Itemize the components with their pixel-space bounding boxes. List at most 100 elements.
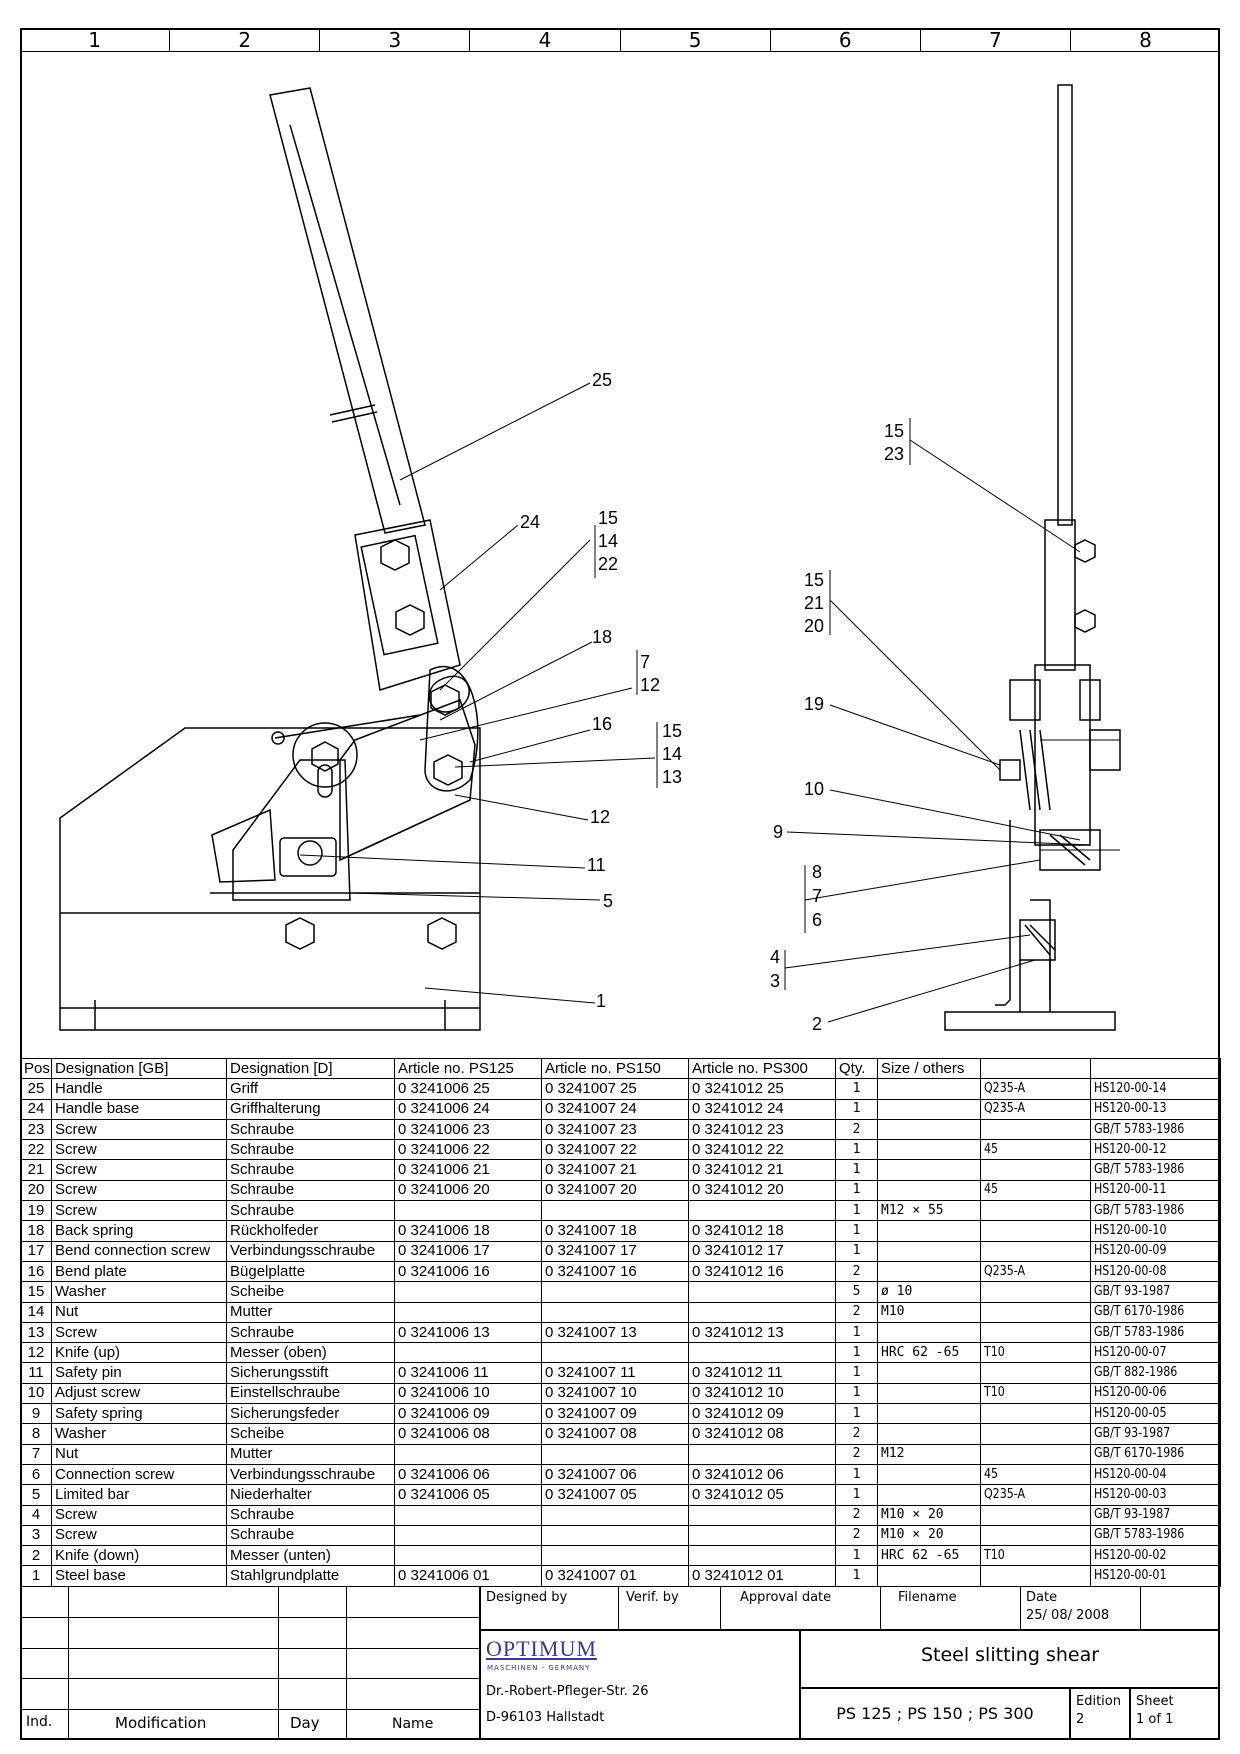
- table-cell: [980, 1443, 1075, 1465]
- table-cell: Screw: [51, 1321, 227, 1344]
- table-cell: 0 3241007 25: [541, 1078, 689, 1100]
- front-callout-3: 3: [770, 971, 780, 991]
- table-cell: Adjust screw: [51, 1382, 227, 1405]
- table-cell: [980, 1118, 1075, 1141]
- front-callout-23: 23: [884, 444, 904, 464]
- table-cell: HS120-00-08: [1090, 1260, 1202, 1283]
- table-cell: 4: [20, 1504, 52, 1526]
- table-cell: 11: [20, 1362, 52, 1384]
- table-cell: 45: [980, 1463, 1075, 1486]
- col-standard: [1090, 1057, 1221, 1080]
- table-cell: [877, 1565, 981, 1587]
- hex-bolt-icon: [285, 917, 315, 950]
- table-cell: [394, 1524, 542, 1547]
- table-cell: [877, 1240, 981, 1262]
- table-cell: 0 3241006 25: [394, 1078, 542, 1100]
- table-cell: Messer (unten): [226, 1545, 395, 1567]
- table-cell: 1: [835, 1463, 878, 1486]
- table-cell: 17: [20, 1240, 52, 1262]
- table-cell: 0 3241012 01: [688, 1565, 836, 1587]
- table-cell: 22: [20, 1139, 52, 1161]
- hex-bolt-icon: [1074, 539, 1096, 563]
- table-cell: [877, 1098, 981, 1120]
- front-handle-shape: [1057, 84, 1073, 526]
- table-cell: 5: [20, 1484, 52, 1506]
- callout-14b: 14: [662, 744, 682, 764]
- zone-5: 5: [621, 28, 771, 52]
- hex-bolt-icon: [311, 741, 339, 772]
- front-callout-9: 9: [773, 822, 783, 842]
- table-cell: 45: [980, 1139, 1075, 1161]
- bend-plate-shape: [424, 665, 479, 792]
- product-name: Steel slitting shear: [920, 1644, 1100, 1666]
- col-size: Size / others: [877, 1057, 981, 1080]
- front-callout-7: 7: [812, 886, 822, 906]
- table-cell: Scheibe: [226, 1281, 395, 1303]
- table-cell: Niederhalter: [226, 1484, 395, 1506]
- table-cell: 2: [835, 1443, 878, 1465]
- table-cell: 0 3241006 10: [394, 1382, 542, 1405]
- table-cell: 10: [20, 1382, 52, 1405]
- table-cell: 1: [835, 1403, 878, 1425]
- callout-1: 1: [596, 991, 606, 1011]
- table-cell: Nut: [51, 1443, 227, 1465]
- table-cell: Schraube: [226, 1524, 395, 1547]
- table-cell: 0 3241006 01: [394, 1565, 542, 1587]
- leader-lines: [299, 382, 1091, 1023]
- table-cell: 1: [835, 1484, 878, 1506]
- callout-24: 24: [520, 512, 540, 532]
- table-cell: M10 × 20: [877, 1524, 981, 1547]
- company-logo: OPTIMUM: [486, 1636, 597, 1661]
- table-cell: 1: [835, 1321, 878, 1344]
- table-cell: T10: [980, 1545, 1075, 1567]
- side-callouts: 25 24 15 14 22 18 7 12 16 15 14 13 12 11…: [520, 370, 682, 1011]
- table-cell: 7: [20, 1443, 52, 1465]
- table-cell: GB/T 5783-1986: [1090, 1524, 1202, 1547]
- table-cell: 0 3241007 18: [541, 1220, 689, 1242]
- table-cell: HS120-00-09: [1090, 1240, 1202, 1262]
- table-cell: 0 3241012 06: [688, 1463, 836, 1486]
- front-view: [944, 84, 1121, 1031]
- table-cell: 2: [835, 1504, 878, 1526]
- address-line-1: Dr.-Robert-Pfleger-Str. 26: [486, 1684, 649, 1699]
- callout-11: 11: [587, 855, 606, 875]
- table-cell: [980, 1200, 1075, 1222]
- designed-by-label: Designed by: [486, 1590, 568, 1605]
- table-cell: Verbindungsschraube: [226, 1240, 395, 1262]
- table-cell: 0 3241012 13: [688, 1321, 836, 1344]
- hex-bolt-icon: [395, 604, 425, 636]
- table-cell: Schraube: [226, 1118, 395, 1141]
- table-cell: 19: [20, 1200, 52, 1222]
- table-cell: GB/T 93-1987: [1090, 1281, 1202, 1303]
- edition-label: Edition: [1076, 1694, 1121, 1709]
- table-cell: [980, 1504, 1075, 1526]
- callout-12: 12: [640, 675, 660, 695]
- table-cell: Q235-A: [980, 1484, 1075, 1506]
- table-cell: Washer: [51, 1423, 227, 1445]
- table-cell: 0 3241007 05: [541, 1484, 689, 1506]
- table-cell: HS120-00-13: [1090, 1098, 1202, 1120]
- table-cell: [688, 1545, 836, 1567]
- table-cell: 0 3241012 16: [688, 1260, 836, 1283]
- table-cell: 20: [20, 1179, 52, 1202]
- table-cell: 2: [835, 1524, 878, 1547]
- back-spring-shape: [428, 675, 470, 713]
- table-cell: [980, 1362, 1075, 1384]
- table-cell: 0 3241006 08: [394, 1423, 542, 1445]
- parts-header-row: Pos. Designation [GB] Designation [D] Ar…: [20, 1057, 1221, 1080]
- table-cell: Limited bar: [51, 1484, 227, 1506]
- rev-day-label: Day: [290, 1714, 320, 1732]
- col-article-ps300: Article no. PS300: [688, 1057, 836, 1080]
- table-cell: 21: [20, 1159, 52, 1181]
- table-cell: 0 3241007 23: [541, 1118, 689, 1141]
- table-cell: [688, 1342, 836, 1364]
- table-cell: Nut: [51, 1301, 227, 1323]
- table-cell: [394, 1443, 542, 1465]
- table-cell: Q235-A: [980, 1260, 1075, 1283]
- table-cell: Rückholfeder: [226, 1220, 395, 1242]
- table-cell: [877, 1382, 981, 1405]
